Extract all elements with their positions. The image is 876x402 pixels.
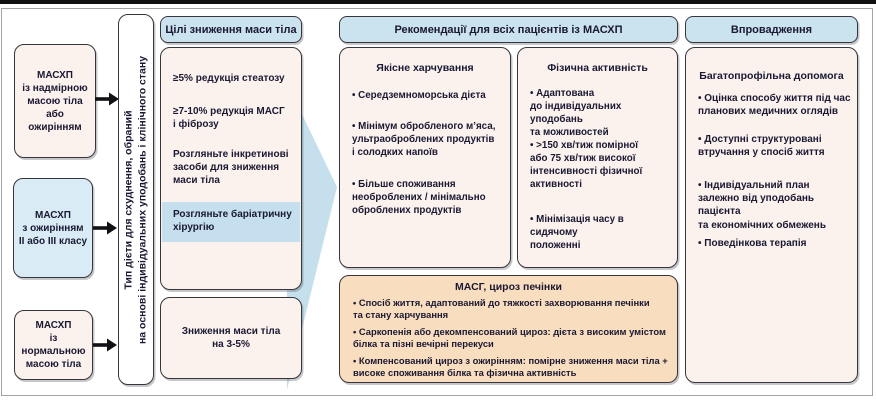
nutrition-panel: Якісне харчування • Середземноморська ді… [339,47,511,268]
diet-type-bar: Тип дієти для схуднення, обраний на осно… [118,14,154,385]
nutrition-title: Якісне харчування [376,62,474,74]
implementation-panel: Багатопрофільна допомога • Оцінка способ… [685,47,858,383]
bullet-item: • Більше споживання необроблених / мінім… [352,179,486,216]
goal-item-steatosis: ≥5% редукція стеатозу [173,73,285,84]
activity-title: Фізична активність [547,62,648,74]
flow-arrow-icon [95,92,119,106]
activity-panel: Фізична активність • Адаптована до індив… [517,47,678,268]
flow-arrow-icon [93,221,117,235]
implementation-header: Впровадження [685,16,858,43]
top-accent-bar [0,0,876,4]
goal-item-bariatric-highlight: Розгляньте баріатричну хірургію [162,202,300,242]
implementation-title: Багатопрофільна допомога [699,70,844,82]
bullet-item: • Індивідуальний план залежно від уподоб… [698,180,826,231]
goal-item-bariatric-label: Розгляньте баріатричну хірургію [173,209,292,233]
flow-arrow-icon [93,338,117,352]
bullet-item: • Саркопенія або декомпенсований цироз: … [353,326,666,350]
diet-type-bar-label: Тип дієти для схуднення, обраний на осно… [122,55,148,344]
goals-box: ≥5% редукція стеатозу ≥7-10% редукція МА… [160,47,302,290]
bullet-item: • Адаптована до індивідуальних уподобань… [530,88,622,138]
goals-header: Цілі зниження маси тіла [160,16,302,43]
recommendations-header: Рекомендації для всіх пацієнтів із МАСХП [339,16,678,43]
cirrhosis-title: МАСГ, цироз печінки [455,281,562,293]
bullet-item: • Спосіб життя, адаптований до тяжкості … [353,297,650,321]
bullet-item: • Компенсований цироз з ожирінням: помір… [353,355,668,379]
goal-item-incretin: Розгляньте інкретинові засоби для знижен… [173,149,289,186]
bullet-item: • Мінімізація часу в сидячому положенні [530,214,624,251]
bullet-item: • Доступні структуровані втручання у спо… [698,134,825,159]
goal-item-mash-fibrosis: ≥7-10% редукція МАСГ і фіброзу [173,106,285,130]
bullet-item: • Оцінка способу життя під час планових … [698,93,851,118]
patient-box-normal-weight: МАСХП із нормальною масою тіла [14,310,93,380]
bullet-item: • Середземноморська дієта [352,90,486,101]
bullet-item: • Мінімум обробленого м’яса, ультраоброб… [352,121,496,158]
patient-box-obesity-class-2-3: МАСХП з ожирінням II або III класу [13,178,93,278]
normal-weight-goal-box: Зниження маси тіла на 3-5% [160,297,302,379]
bullet-item: • Поведінкова терапія [698,238,807,249]
bullet-item: • >150 хв/тиж помірної або 75 хв/тиж вис… [530,140,643,190]
patient-box-overweight: МАСХП із надмірною масою тіла або ожирін… [14,44,96,158]
cirrhosis-panel: МАСГ, цироз печінки • Спосіб життя, адап… [339,275,678,383]
